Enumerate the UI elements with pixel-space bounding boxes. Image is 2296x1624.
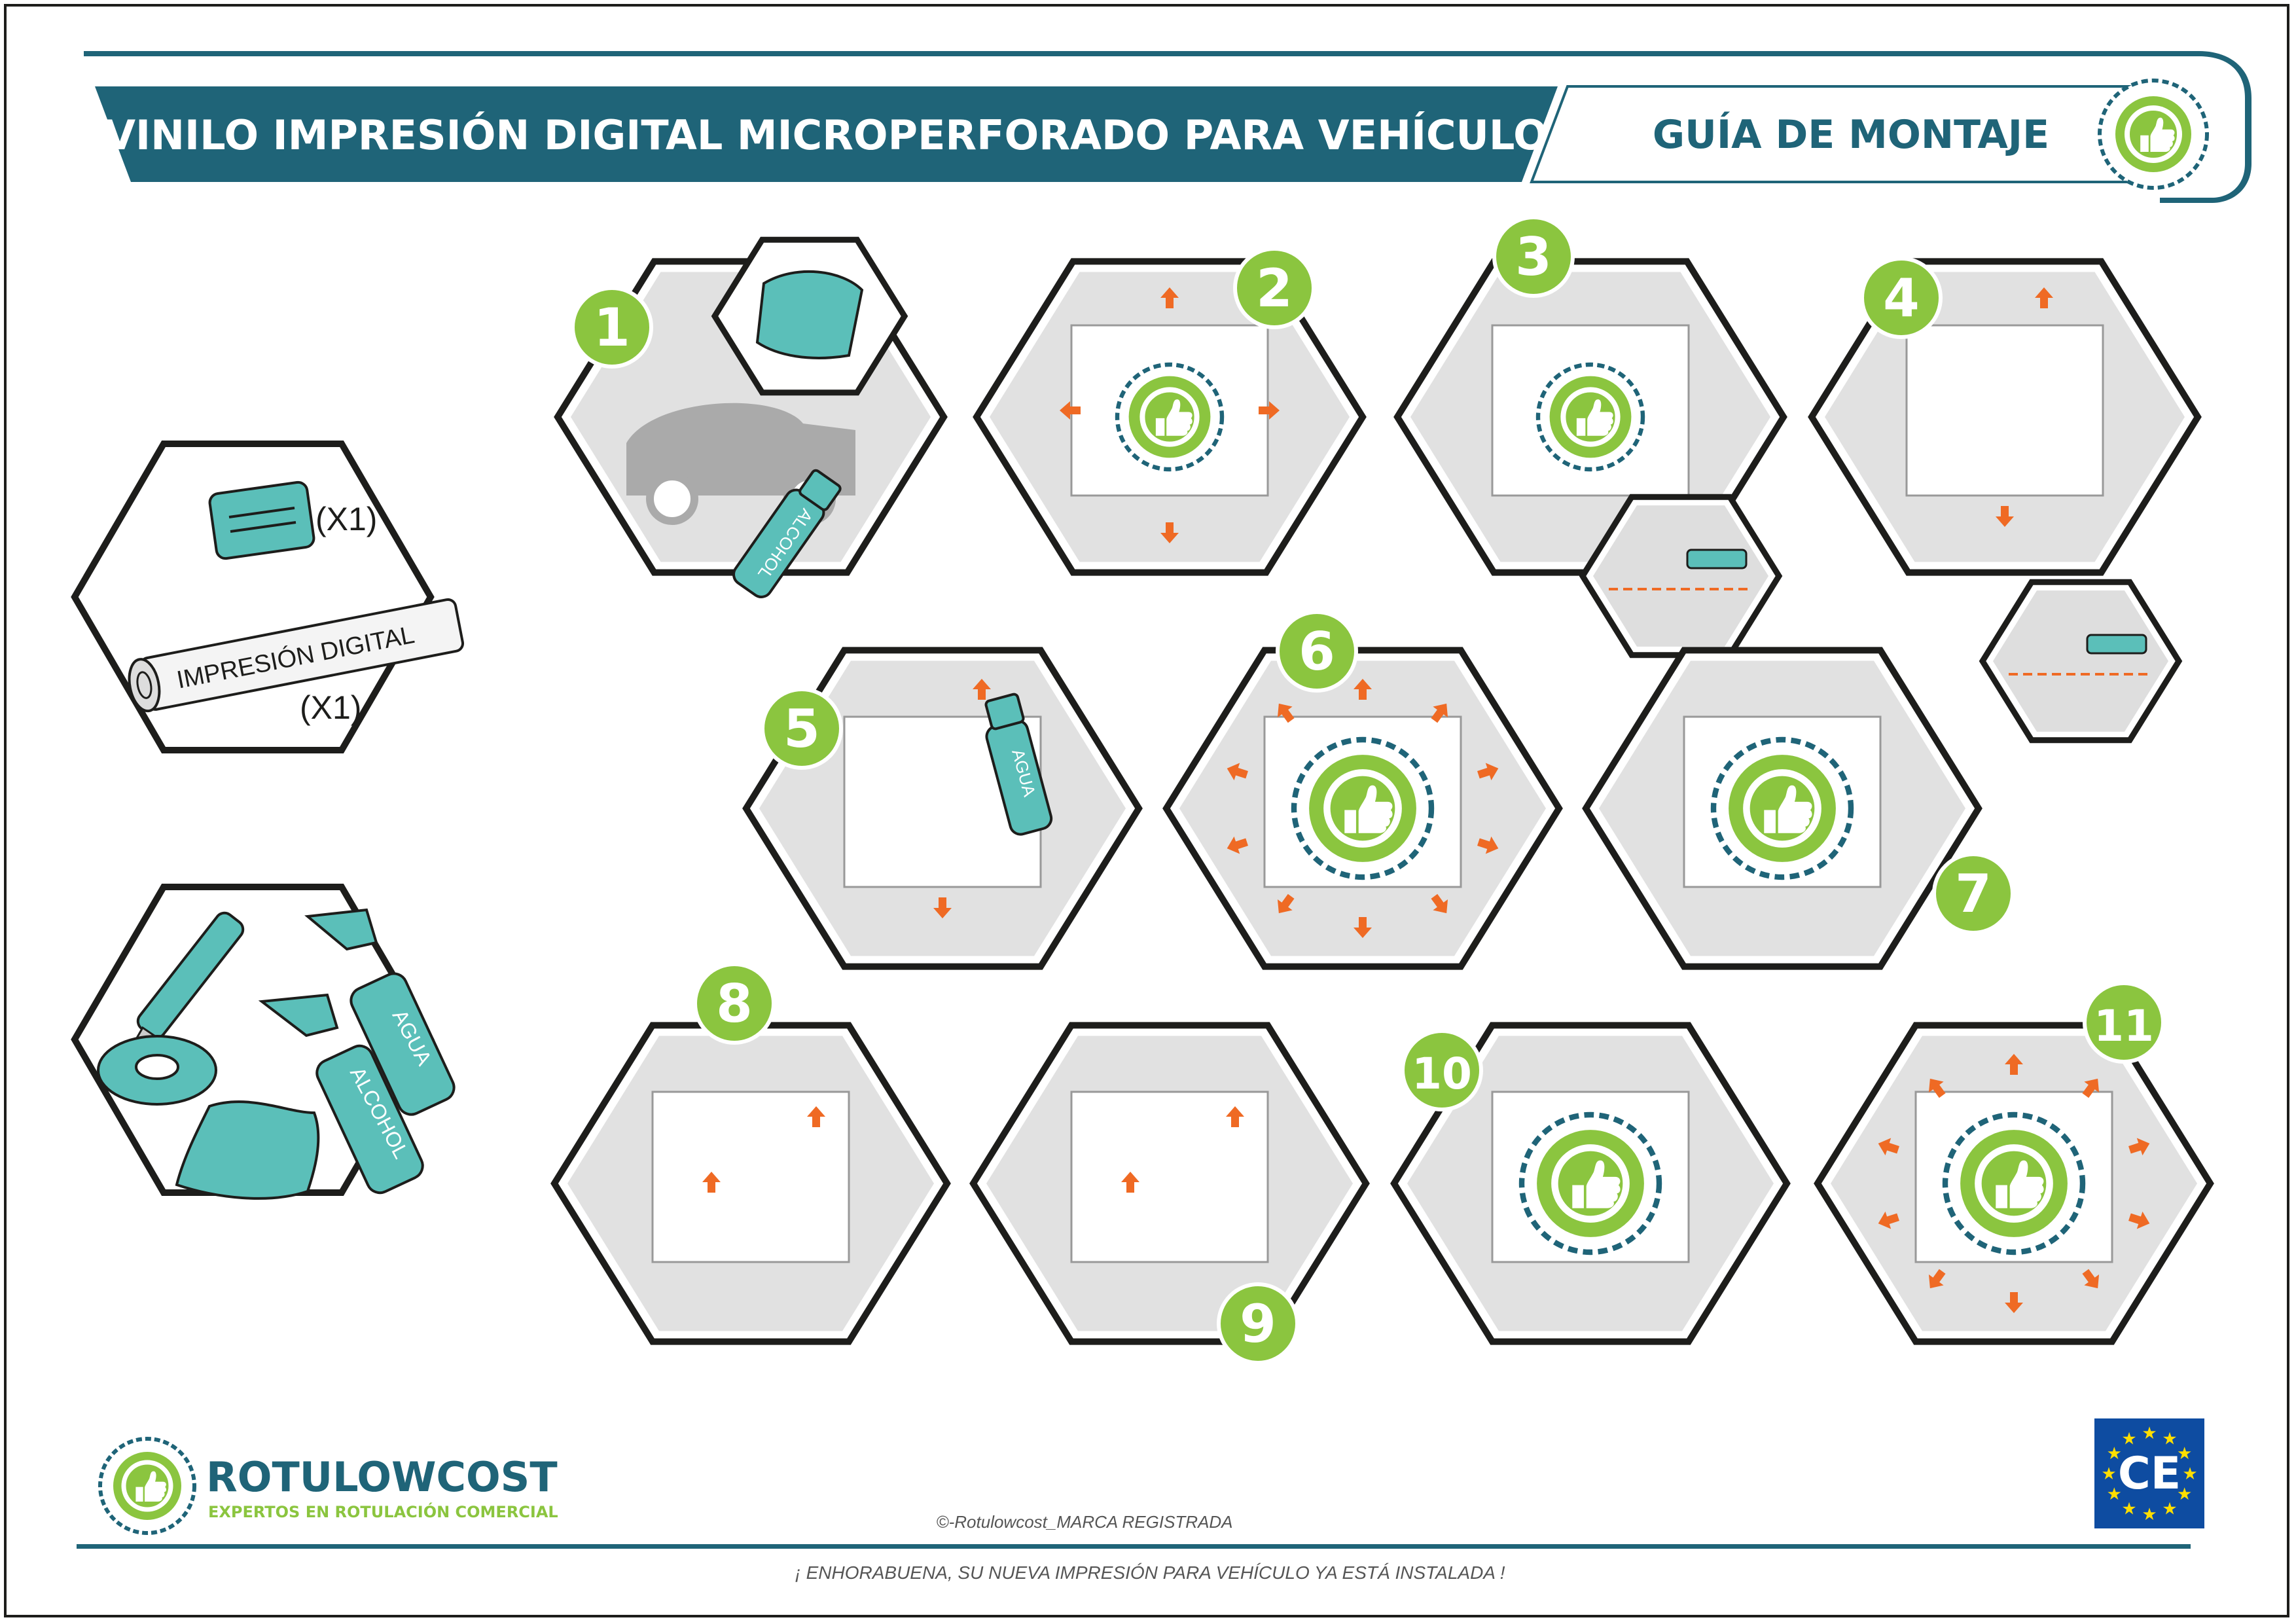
- svg-text:★: ★: [2107, 1444, 2122, 1464]
- svg-text:★: ★: [2121, 1500, 2136, 1519]
- svg-text:★: ★: [2177, 1485, 2192, 1504]
- svg-text:★: ★: [2162, 1500, 2177, 1519]
- step-number: 9: [1240, 1293, 1276, 1354]
- page-border: [4, 4, 2289, 1617]
- svg-text:★: ★: [2142, 1505, 2157, 1525]
- brand-tagline: EXPERTOS EN ROTULACIÓN COMERCIAL: [208, 1502, 558, 1521]
- step-1-badge: 1: [571, 286, 653, 369]
- step-10-panel: 10: [1390, 1022, 1791, 1345]
- svg-text:★: ★: [2162, 1429, 2177, 1449]
- water-spray-bottle-icon: AGUA: [304, 908, 456, 1116]
- squeegee-quantity: (X1): [315, 501, 377, 537]
- print-roll-quantity: (X1): [300, 689, 361, 726]
- ce-mark-text: CE: [2118, 1448, 2181, 1500]
- step-5-badge: 5: [761, 687, 843, 770]
- step-number: 11: [2094, 1001, 2154, 1051]
- step-10-badge: 10: [1401, 1029, 1483, 1111]
- step-2-badge: 2: [1233, 247, 1316, 329]
- copyright-notice: ©-Rotulowcost_MARCA REGISTRADA: [936, 1512, 1232, 1532]
- svg-text:★: ★: [2107, 1485, 2122, 1504]
- step-7-panel: 7: [1582, 647, 2015, 970]
- step-2-panel: 2: [973, 247, 1367, 576]
- kit-contents-panel: (X1) IMPRESIÓN DIGITAL (X1): [71, 441, 465, 753]
- title-banner: [95, 86, 1558, 182]
- step-11-panel: 11: [1814, 981, 2214, 1345]
- step-3-badge: 3: [1492, 215, 1575, 298]
- step-number: 10: [1412, 1049, 1472, 1099]
- spray-bottle-icon: AGUA: [984, 693, 1053, 836]
- step-number: 5: [783, 698, 820, 759]
- step-1-detail-panel: [711, 236, 908, 396]
- cleaning-cloth-icon: [755, 270, 864, 359]
- tape-strip: [1686, 549, 1748, 569]
- ce-mark-badge: ★★★★★★★★★★★★ CE: [2094, 1418, 2204, 1528]
- seal-icon: [1291, 736, 1435, 880]
- step-number: 7: [1955, 863, 1992, 924]
- closing-message: ¡ ENHORABUENA, SU NUEVA IMPRESIÓN PARA V…: [795, 1562, 1505, 1583]
- van-silhouette-icon: [626, 403, 855, 496]
- step-4-panel: 4: [1808, 257, 2202, 744]
- brand-logo-icon: [98, 1437, 196, 1535]
- guide-title: VINILO IMPRESIÓN DIGITAL MICROPERFORADO …: [104, 111, 1548, 159]
- step-3-detail-panel: [1579, 494, 1783, 659]
- step-7-badge: 7: [1932, 852, 2015, 935]
- seal-icon: [1518, 1111, 1662, 1255]
- step-number: 6: [1299, 621, 1335, 682]
- step-4-detail-panel: [1979, 579, 2183, 744]
- tape-strip: [2086, 634, 2147, 655]
- vinyl-sheet: [1905, 324, 2104, 497]
- brand-name: ROTULOWCOST: [206, 1453, 558, 1501]
- step-4-badge: 4: [1860, 257, 1943, 339]
- svg-text:★: ★: [2121, 1429, 2136, 1449]
- footer-rule: [77, 1544, 2191, 1549]
- tools-panel: AGUA ALCOHOL: [71, 884, 456, 1200]
- guide-label: GUÍA DE MONTAJE: [1653, 111, 2049, 158]
- eu-stars-icon: ★★★★★★★★★★★★: [2101, 1424, 2197, 1525]
- step-number: 8: [716, 973, 753, 1034]
- step-3-panel: 3: [1393, 215, 1787, 659]
- step-8-panel: 8: [550, 962, 951, 1345]
- step-number: 2: [1256, 258, 1293, 319]
- svg-text:★: ★: [2182, 1464, 2197, 1484]
- step-6-panel: 6: [1162, 610, 1563, 970]
- svg-text:★: ★: [2177, 1444, 2192, 1464]
- cleaning-cloth-icon: [175, 1100, 320, 1200]
- brand-seal-icon: [2098, 79, 2209, 190]
- step-number: 1: [594, 297, 630, 358]
- step-5-panel: AGUA 5: [742, 647, 1143, 970]
- step-9-panel: 9: [969, 1022, 1370, 1365]
- step-9-badge: 9: [1217, 1282, 1299, 1365]
- step-6-badge: 6: [1276, 610, 1358, 693]
- seal-icon: [1115, 362, 1225, 472]
- step-number: 3: [1515, 226, 1552, 287]
- seal-icon: [1710, 736, 1854, 880]
- squeegee-icon: [208, 480, 315, 560]
- step-number: 4: [1883, 268, 1920, 329]
- tape-roll-icon: [97, 1035, 217, 1106]
- step-8-badge: 8: [693, 962, 776, 1045]
- footer: ROTULOWCOST EXPERTOS EN ROTULACIÓN COMER…: [77, 1418, 2204, 1583]
- seal-icon: [1942, 1111, 2086, 1255]
- step-11-badge: 11: [2083, 981, 2165, 1064]
- seal-icon: [1535, 362, 1645, 472]
- header: VINILO IMPRESIÓN DIGITAL MICROPERFORADO …: [84, 51, 2251, 203]
- svg-text:★: ★: [2142, 1424, 2157, 1443]
- svg-text:★: ★: [2101, 1464, 2116, 1484]
